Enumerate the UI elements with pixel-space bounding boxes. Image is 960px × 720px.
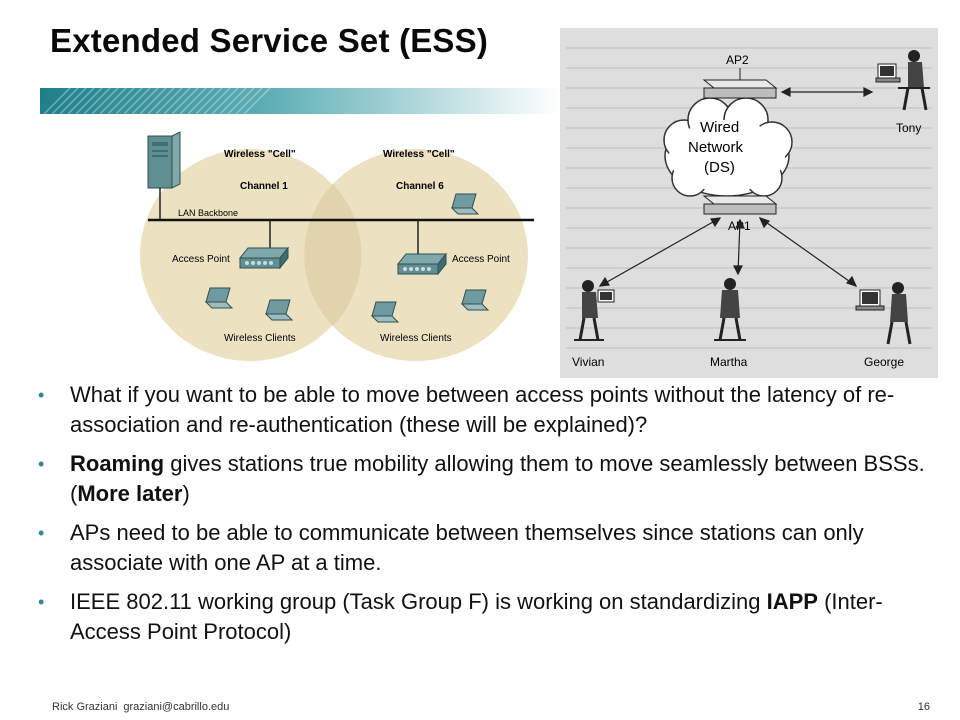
bullet-item: • What if you want to be able to move be…: [38, 382, 895, 437]
bullet-item: • IEEE 802.11 working group (Task Group …: [38, 589, 883, 644]
wireless-clients-label-1: Wireless Clients: [224, 333, 296, 344]
laptop-icon: [460, 289, 490, 311]
person-martha-label: Martha: [710, 355, 748, 369]
access-point-label-1: Access Point: [172, 254, 230, 265]
slide-title: Extended Service Set (ESS): [50, 22, 489, 59]
ess-cells-diagram: LAN Backbone Wireless "Cell" Channel 1 W…: [140, 131, 534, 361]
bullet-icon: •: [38, 523, 45, 543]
wired-network-cloud-icon: [663, 97, 793, 197]
laptop-icon: [370, 301, 400, 323]
server-icon: [147, 131, 181, 189]
access-point-icon: [396, 252, 448, 276]
cloud-line-1: Wired: [700, 119, 739, 136]
cloud-line-3: (DS): [704, 159, 735, 176]
footer-email: graziani@cabrillo.edu: [123, 701, 230, 713]
laptop-icon: [204, 287, 234, 309]
access-point-icon: [238, 246, 290, 270]
person-at-computer-icon: [714, 278, 746, 341]
person-george-label: George: [864, 355, 904, 369]
footer-author: Rick Graziani graziani@cabrillo.edu: [52, 701, 229, 713]
person-tony-label: Tony: [896, 121, 921, 135]
page-number: 16: [917, 701, 930, 713]
person-vivian-label: Vivian: [572, 355, 604, 369]
bullet-item: • APs need to be able to communicate bet…: [38, 520, 864, 575]
title-underline-bar: [40, 88, 560, 114]
bullet-icon: •: [38, 454, 45, 474]
backbone-label: LAN Backbone: [178, 208, 238, 218]
access-point-label-2: Access Point: [452, 254, 510, 265]
cell-1-label: Wireless "Cell": [224, 149, 296, 160]
ap2-label: AP2: [726, 53, 749, 67]
wireless-clients-label-2: Wireless Clients: [380, 333, 452, 344]
access-point-icon: [702, 79, 778, 99]
laptop-icon: [264, 299, 294, 321]
laptop-icon: [450, 193, 480, 215]
person-at-computer-icon: [855, 282, 912, 345]
bullet-icon: •: [38, 592, 45, 612]
cloud-line-2: Network: [688, 139, 744, 156]
bullet-list: • What if you want to be able to move be…: [38, 380, 938, 656]
ap-ds-diagram: Wired Network (DS) AP2 AP1 Tony: [560, 28, 938, 378]
person-at-computer-icon: [875, 50, 930, 111]
cell-1-channel: Channel 1: [240, 181, 288, 192]
cell-2-channel: Channel 6: [396, 181, 444, 192]
footer-author-name: Rick Graziani: [52, 701, 118, 713]
bullet-item: • Roaming gives stations true mobility a…: [38, 451, 925, 506]
person-at-computer-icon: [574, 280, 615, 341]
bullet-icon: •: [38, 385, 45, 405]
access-point-icon: [702, 195, 778, 215]
cell-2-label: Wireless "Cell": [383, 149, 455, 160]
